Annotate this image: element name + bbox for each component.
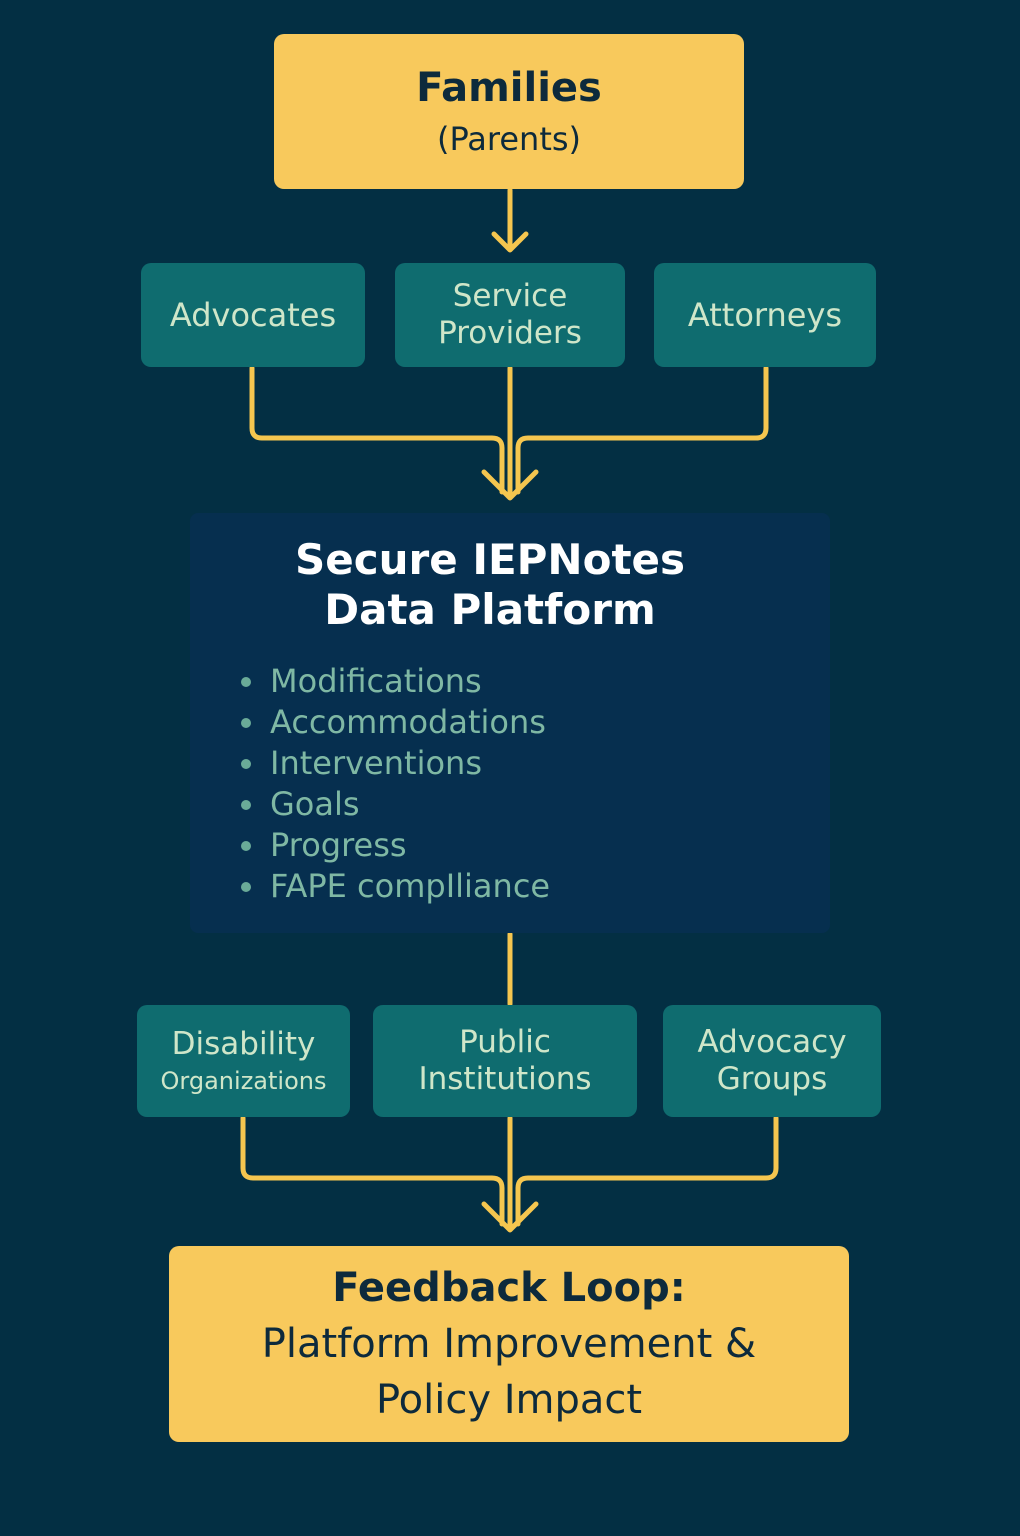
public-institutions-label-line-2: Institutions (418, 1061, 592, 1097)
feature-label: Accommodations (270, 703, 546, 741)
service-providers-box: Service Providers (395, 263, 625, 367)
bullet-icon (241, 759, 251, 769)
feature-label: Goals (270, 785, 360, 823)
arrowhead-feedback (481, 1201, 539, 1233)
advocacy-groups-box: Advocacy Groups (663, 1005, 881, 1117)
list-item: Modifications (238, 661, 550, 702)
service-providers-label-line-1: Service (452, 277, 568, 314)
advocacy-groups-label-line-1: Advocacy (697, 1023, 847, 1060)
feature-label: Interventions (270, 744, 482, 782)
families-box: Families (Parents) (274, 34, 744, 189)
bullet-icon (241, 882, 251, 892)
list-item: Accommodations (238, 702, 550, 743)
bullet-icon (241, 841, 251, 851)
families-title: Families (416, 65, 602, 112)
service-providers-label-line-2: Providers (438, 315, 582, 351)
platform-title-line-1: Secure IEPNotes (294, 535, 686, 584)
bullet-icon (241, 677, 251, 687)
feedback-title: Feedback Loop: (332, 1265, 686, 1311)
feedback-line-1: Platform Improvement & (261, 1321, 757, 1367)
list-item: Goals (238, 784, 550, 825)
public-institutions-box: Public Institutions (373, 1005, 637, 1117)
advocates-box: Advocates (141, 263, 365, 367)
advocates-label: Advocates (169, 295, 337, 334)
platform-box: Secure IEPNotes Data Platform Modificati… (190, 513, 830, 933)
arrow-families-to-providers (491, 187, 529, 253)
connector-disability (240, 1115, 505, 1227)
feedback-loop-box: Feedback Loop: Platform Improvement & Po… (169, 1246, 849, 1442)
list-item: Progress (238, 825, 550, 866)
bullet-icon (241, 718, 251, 728)
arrowhead-platform (481, 469, 539, 501)
families-subtitle: (Parents) (436, 120, 582, 159)
attorneys-label: Attorneys (687, 295, 843, 334)
platform-title: Secure IEPNotes Data Platform (190, 535, 790, 636)
platform-feature-list: Modifications Accommodations Interventio… (238, 661, 550, 907)
bullet-icon (241, 800, 251, 810)
feedback-line-2: Policy Impact (375, 1377, 643, 1423)
feature-label: Modifications (270, 662, 482, 700)
connector-attorneys (515, 365, 769, 495)
feature-label: Progress (270, 826, 407, 864)
connector-advocacy (515, 1115, 779, 1227)
feature-label: FAPE compIliance (270, 867, 551, 905)
public-institutions-label-line-1: Public (459, 1023, 551, 1060)
attorneys-box: Attorneys (654, 263, 876, 367)
list-item: FAPE compIliance (238, 866, 550, 907)
advocacy-groups-label-line-2: Groups (716, 1061, 828, 1097)
disability-organizations-label-line-1: Disability (171, 1026, 316, 1062)
platform-title-line-2: Data Platform (324, 585, 656, 635)
disability-organizations-label-line-2: Organizations (160, 1067, 327, 1096)
connector-advocates (249, 365, 505, 495)
disability-organizations-box: Disability Organizations (137, 1005, 350, 1117)
list-item: Interventions (238, 743, 550, 784)
